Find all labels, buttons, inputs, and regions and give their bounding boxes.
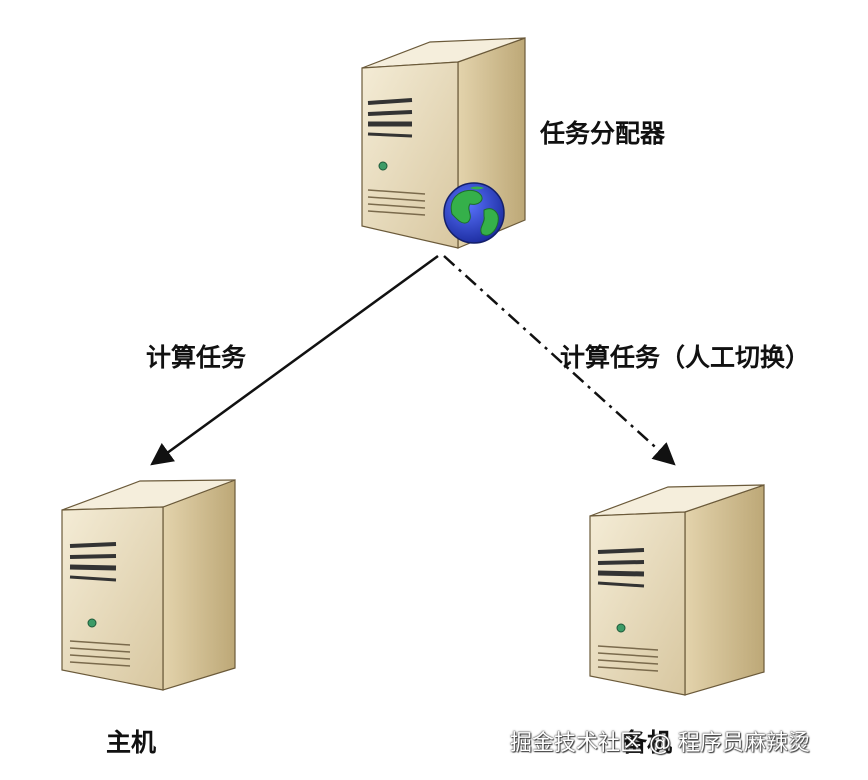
compute-task-arrow bbox=[150, 254, 439, 466]
globe-icon bbox=[443, 182, 505, 244]
manual-switch-label: 计算任务（人工切换） bbox=[560, 343, 811, 372]
backup-host-server-icon bbox=[589, 484, 765, 696]
dispatcher-label: 任务分配器 bbox=[540, 119, 666, 148]
primary-host-server-icon bbox=[61, 479, 236, 691]
watermark: 掘金技术社区 @ 程序员麻辣烫 bbox=[510, 731, 810, 756]
backup-host-label: 备机 bbox=[622, 728, 673, 757]
manual-switch-arrow bbox=[443, 255, 676, 466]
primary-host-label: 主机 bbox=[106, 728, 157, 757]
compute-task-label: 计算任务 bbox=[146, 343, 247, 372]
